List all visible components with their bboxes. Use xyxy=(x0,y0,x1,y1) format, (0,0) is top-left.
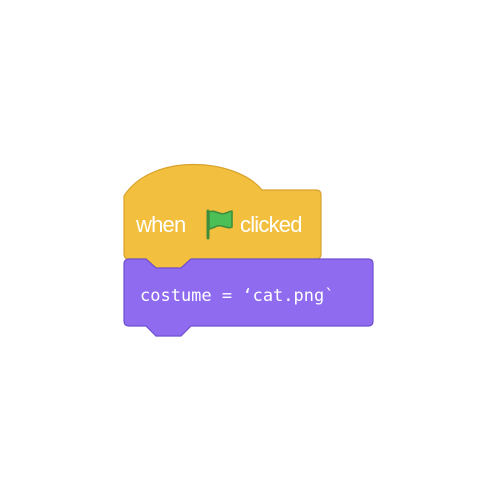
green-flag-icon xyxy=(206,209,233,240)
costume-assignment-block[interactable] xyxy=(123,258,374,337)
when-label: when xyxy=(136,212,186,237)
costume-assignment-code: costume = ‘cat.png` xyxy=(140,286,335,306)
clicked-label: clicked xyxy=(240,212,302,237)
